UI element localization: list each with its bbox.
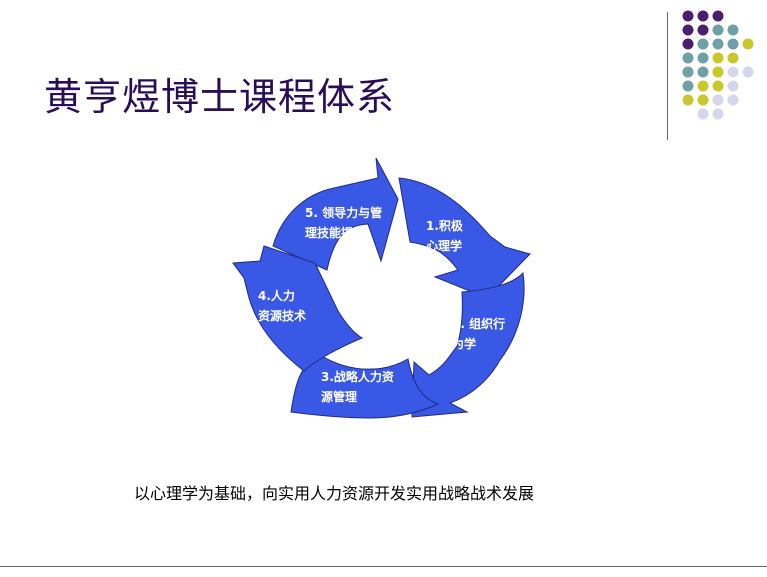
decorative-dot: [712, 24, 724, 36]
decorative-dot: [727, 94, 739, 106]
decorative-dot: [682, 52, 694, 64]
decorative-dot-grid: [682, 10, 754, 120]
slide-caption: 以心理学为基础，向实用人力资源开发实用战略战术发展: [134, 484, 535, 503]
decorative-dot: [727, 24, 739, 36]
segment-3-label: 3.战略人力资 源管理: [321, 370, 394, 404]
cycle-segment-4: [232, 245, 364, 372]
cycle-segment-2: [411, 271, 525, 418]
decorative-dot: [697, 38, 709, 50]
decorative-dot: [682, 24, 694, 36]
decorative-dot: [697, 66, 709, 78]
segment-1-label: 1.积极 心理学: [426, 219, 463, 253]
decorative-dot: [697, 52, 709, 64]
decorative-dot: [682, 66, 694, 78]
decorative-dot: [682, 38, 694, 50]
decorative-dot: [697, 80, 709, 92]
decorative-dot: [712, 80, 724, 92]
cycle-segment-1: [398, 177, 531, 299]
decorative-dot: [727, 66, 739, 78]
decorative-dot: [712, 94, 724, 106]
decorative-dot: [712, 108, 724, 120]
decorative-dot: [712, 38, 724, 50]
segment-2-label: 2. 组织行 为学: [452, 317, 506, 351]
decorative-dot: [682, 10, 694, 22]
decorative-dot: [712, 52, 724, 64]
segment-5-label: 5. 领导力与管 理技能提升: [305, 206, 383, 240]
decorative-dot: [742, 66, 754, 78]
decorative-dot: [697, 94, 709, 106]
decorative-dot: [742, 38, 754, 50]
decorative-dot: [697, 10, 709, 22]
decorative-dot: [712, 10, 724, 22]
decorative-dot: [682, 94, 694, 106]
decorative-dot: [727, 80, 739, 92]
decorative-dot: [727, 52, 739, 64]
decorative-dot: [697, 24, 709, 36]
slide-title: 黄亨煜博士课程体系: [44, 75, 396, 119]
decorative-dot: [712, 66, 724, 78]
cycle-segment-5: [272, 157, 399, 271]
vertical-divider: [667, 12, 668, 140]
decorative-dot: [697, 108, 709, 120]
decorative-dot: [682, 80, 694, 92]
segment-4-label: 4.人力 资源技术: [258, 289, 307, 323]
footer-divider: [0, 566, 767, 567]
decorative-dot: [727, 38, 739, 50]
